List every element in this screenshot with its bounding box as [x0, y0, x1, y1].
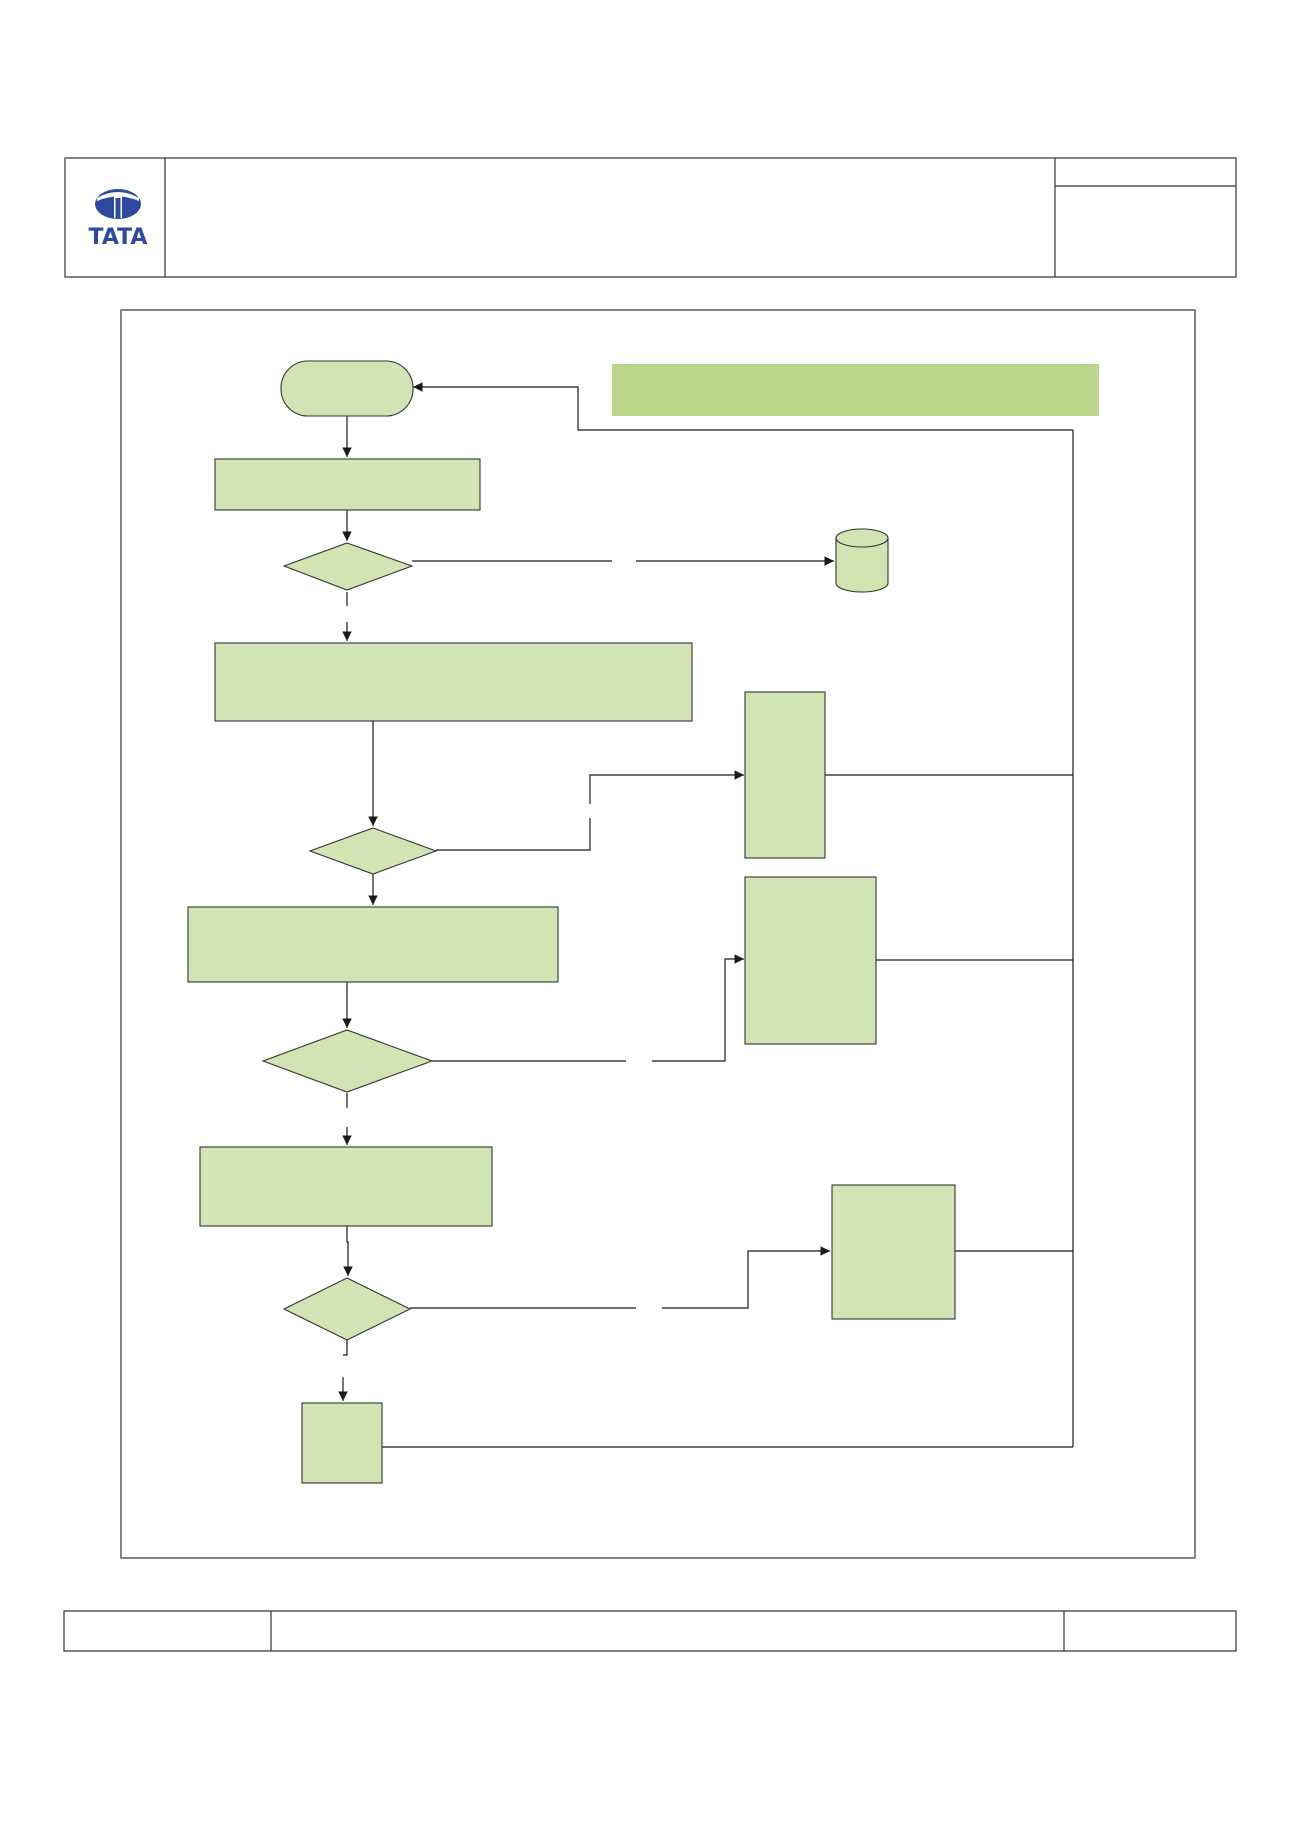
diagram-frame: [120, 309, 1196, 1559]
node-decision-1: [282, 542, 414, 591]
node-store: [835, 528, 889, 593]
header-border: [64, 157, 1237, 278]
edge-decision4-end-a: [343, 1340, 348, 1356]
node-start: [280, 360, 414, 417]
node-decision-2: [308, 827, 438, 875]
edge-decision2-side1-a: [436, 818, 591, 851]
tata-logo: TATA: [89, 189, 148, 250]
edge-decision2-side1-b: [589, 770, 744, 804]
connectors: [338, 382, 1074, 1448]
edge-decision3-side2-b: [652, 954, 744, 1062]
node-side-3: [831, 1184, 956, 1320]
node-step-1: [214, 458, 481, 511]
node-side-2: [744, 876, 877, 1045]
node-step-3: [187, 906, 559, 983]
edge-return-start: [413, 382, 1073, 431]
header-block: TATA: [64, 157, 1237, 278]
node-decision-3: [261, 1029, 434, 1093]
logo-wordmark: TATA: [89, 225, 148, 250]
node-banner: [612, 364, 1099, 416]
node-decision-4: [282, 1277, 412, 1341]
footer-block: [63, 1610, 1237, 1652]
edge-decision4-side3-b: [662, 1246, 830, 1309]
node-side-1: [744, 691, 826, 859]
node-step-4: [199, 1146, 493, 1227]
edge-step4-decision4: [343, 1226, 353, 1276]
nodes: [187, 360, 1099, 1484]
node-end-step: [301, 1402, 383, 1484]
footer-border: [63, 1610, 1237, 1652]
node-step-2: [214, 642, 693, 722]
